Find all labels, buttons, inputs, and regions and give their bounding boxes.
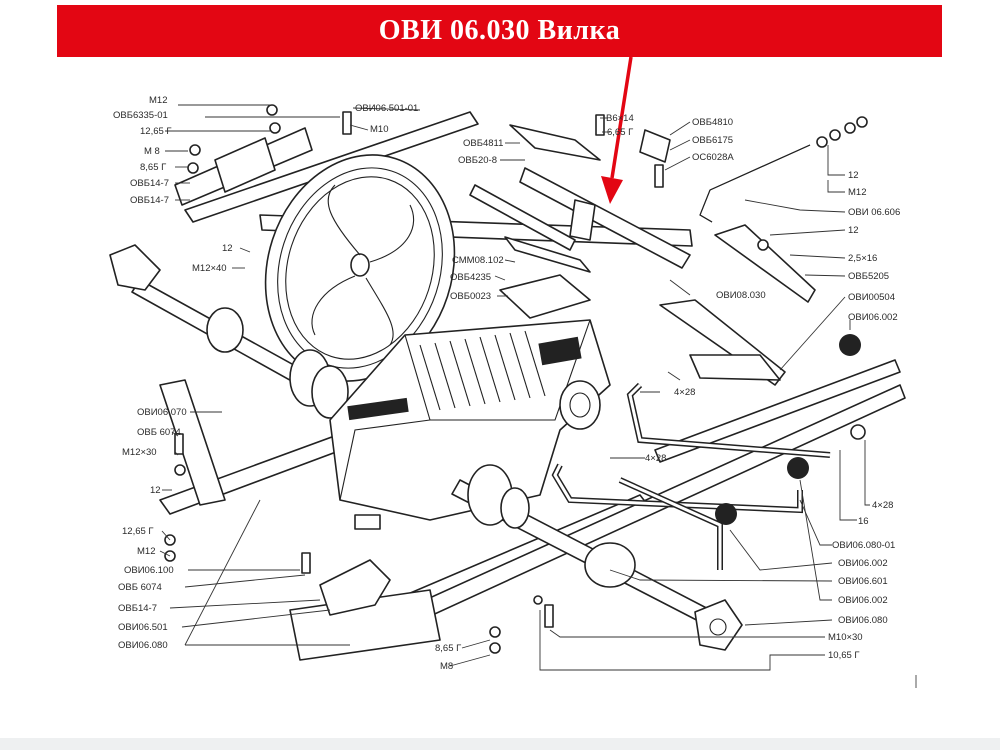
label-4x28-a: 4×28 <box>674 387 695 398</box>
label-6-65g: 6,65 Г <box>607 127 633 138</box>
label-ovb14-7-a: ОВБ14-7 <box>130 178 169 189</box>
label-ovi06-080-left: ОВИ06.080 <box>118 640 168 651</box>
bottom-strip <box>0 738 1000 750</box>
leader-lines <box>159 104 870 671</box>
upper-plates <box>469 114 691 319</box>
label-ovi06-501: ОВИ06.501 <box>118 622 168 633</box>
label-ovi06-601: ОВИ06.601 <box>838 576 888 587</box>
label-ovb0023: ОВБ0023 <box>450 291 491 302</box>
label-ovb6074-b: ОВБ 6074 <box>118 582 162 593</box>
label-8-65g-low: 8,65 Г <box>435 643 461 654</box>
label-ovi08-030: ОВИ08.030 <box>716 290 766 301</box>
label-4x28-c: 4×28 <box>872 500 893 511</box>
label-ovi06-080-right: ОВИ06.080 <box>838 615 888 626</box>
label-ovi06-070: ОВИ06.070 <box>137 407 187 418</box>
label-ovi06-002-b: ОВИ06.002 <box>838 595 888 606</box>
label-m12-right: М12 <box>848 187 866 198</box>
label-ovb4811: ОВБ4811 <box>463 138 503 149</box>
label-12-right: 12 <box>848 225 859 236</box>
red-pointer-arrow <box>601 56 633 204</box>
label-ovb14-7-low: ОВБ14-7 <box>118 603 157 614</box>
label-12-65g-top: 12,65 Г <box>140 126 172 137</box>
knobs <box>715 334 861 525</box>
part-labels: М12 ОВБ6335-01 12,65 Г М 8 8,65 Г ОВБ14-… <box>113 95 900 672</box>
label-ovi06-606: ОВИ 06.606 <box>848 207 900 218</box>
label-ovi06-100: ОВИ06.100 <box>124 565 174 576</box>
upper-left-bracket <box>174 104 352 206</box>
label-m8-low: М8 <box>440 661 453 672</box>
label-m10: М10 <box>370 124 388 135</box>
label-2-5x16: 2,5×16 <box>848 253 877 264</box>
label-ovb4810: ОВБ4810 <box>692 117 733 128</box>
label-m12-low: М12 <box>137 546 155 557</box>
left-shaft <box>109 244 349 419</box>
banner-title: ОВИ 06.030 Вилка <box>378 15 621 46</box>
label-ovb6335-01: ОВБ6335-01 <box>113 110 168 121</box>
gearbox <box>329 319 611 530</box>
label-ovi06-080-01: ОВИ06.080-01 <box>832 540 895 551</box>
label-4x28-b: 4×28 <box>645 453 666 464</box>
title-banner: ОВИ 06.030 Вилка <box>57 5 942 57</box>
upper-right-parts <box>659 116 868 386</box>
label-m12x40: М12×40 <box>192 263 227 274</box>
label-12-left: 12 <box>222 243 233 254</box>
label-ovi00504: ОВИ00504 <box>848 292 895 303</box>
label-m12-top: М12 <box>149 95 167 106</box>
label-v6x14: В6×14 <box>606 113 634 124</box>
label-m12x30: М12×30 <box>122 447 157 458</box>
label-16: 16 <box>858 516 869 527</box>
label-os6028a: ОС6028А <box>692 152 734 163</box>
label-ovb20-8: ОВБ20-8 <box>458 155 497 166</box>
label-8-65g-top: 8,65 Г <box>140 162 166 173</box>
label-ovi06-501-01: ОВИ06.501-01 <box>355 103 418 114</box>
label-ovi06-002-top: ОВИ06.002 <box>848 312 898 323</box>
label-ovb6175: ОВБ6175 <box>692 135 733 146</box>
label-ovb6074-a: ОВБ 6074 <box>137 427 181 438</box>
label-12-right-top: 12 <box>848 170 859 181</box>
label-ovi06-002-a: ОВИ06.002 <box>838 558 888 569</box>
lower-left-parts <box>164 433 554 654</box>
label-smm08-102: СММ08.102 <box>452 255 504 266</box>
label-ovb4235: ОВБ4235 <box>450 272 491 283</box>
label-12-65g-low: 12,65 Г <box>122 526 154 537</box>
label-m10x30: М10×30 <box>828 632 863 643</box>
right-shaft <box>451 464 743 651</box>
label-12-left-low: 12 <box>150 485 161 496</box>
lever-rods <box>551 382 866 570</box>
label-ovb5205: ОВБ5205 <box>848 271 889 282</box>
label-ovb14-7-b: ОВБ14-7 <box>130 195 169 206</box>
label-10-65g: 10,65 Г <box>828 650 860 661</box>
label-m8-top: М 8 <box>144 146 160 157</box>
